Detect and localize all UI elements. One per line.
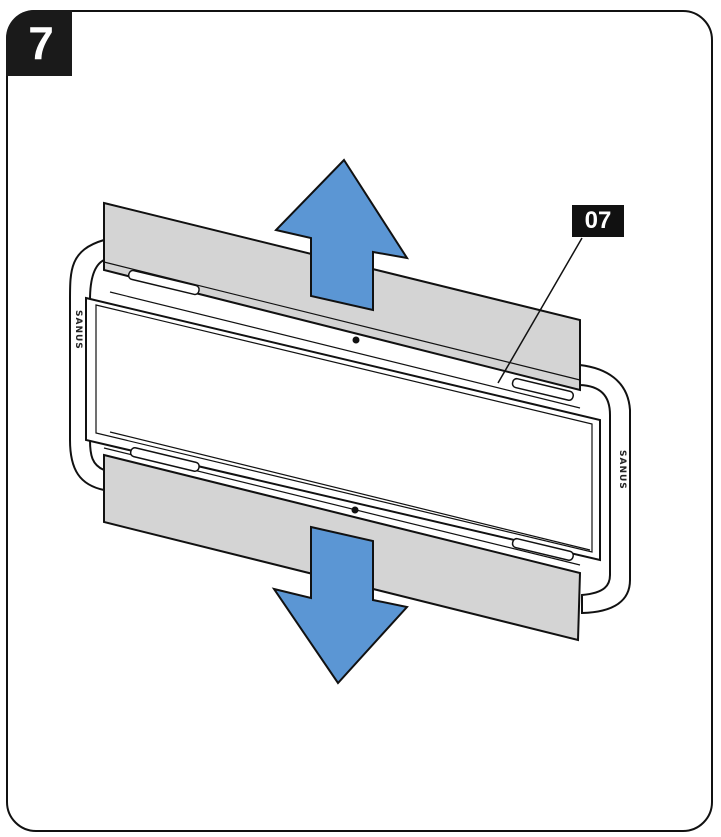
callout-label: 07 xyxy=(584,207,612,234)
bottom-rail-inner-line xyxy=(109,431,591,551)
top-screw-hole xyxy=(352,336,360,344)
top-rail-edge xyxy=(103,261,581,381)
brand-text-right: SANUS xyxy=(617,450,627,490)
arrow-up-icon xyxy=(274,158,410,312)
top-left-slot xyxy=(127,269,200,296)
callout-leader-line xyxy=(497,237,583,384)
brand-text-left: SANUS xyxy=(73,310,83,350)
part-callout-label: 07 xyxy=(572,205,624,237)
bottom-left-slot xyxy=(129,447,200,472)
top-right-slot xyxy=(511,377,575,402)
wall-plate-inner-edge xyxy=(95,304,593,553)
wall-plate xyxy=(85,296,601,562)
step-number: 7 xyxy=(28,17,54,69)
bottom-right-slot xyxy=(511,537,575,562)
right-end-cap xyxy=(579,363,631,615)
step-number-badge: 7 xyxy=(6,10,72,76)
bottom-screw-hole xyxy=(351,506,359,514)
arrow-down-icon xyxy=(271,525,409,685)
top-rail-inner-line xyxy=(109,291,581,409)
